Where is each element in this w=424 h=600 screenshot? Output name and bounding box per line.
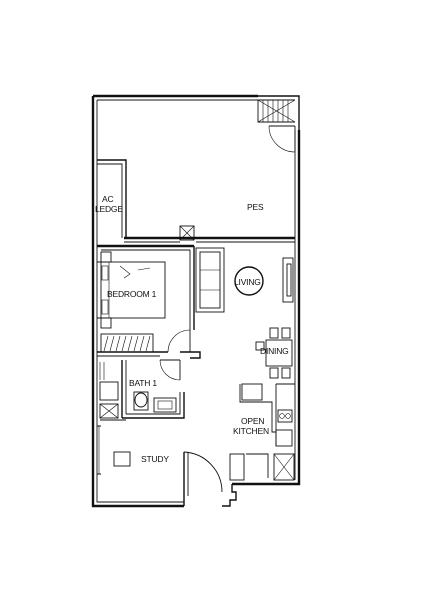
study-label: STUDY xyxy=(141,454,169,464)
living-label: LIVING xyxy=(234,277,261,287)
ac-ledge-label-line2: LEDGE xyxy=(95,204,123,214)
room-labels: AC LEDGE PES BEDROOM 1 LIVING DINING BAT… xyxy=(95,194,289,464)
kitchen-label-line1: OPEN xyxy=(241,416,264,426)
study xyxy=(97,419,223,506)
dining-label: DINING xyxy=(260,346,289,356)
ac-ledge-label-line1: AC xyxy=(102,194,113,204)
service-shaft xyxy=(179,225,195,241)
outer-walls xyxy=(91,94,301,508)
bedroom-1 xyxy=(97,244,201,359)
bath-1 xyxy=(99,359,185,419)
dining-area xyxy=(255,327,293,379)
bedroom-label: BEDROOM 1 xyxy=(107,289,157,299)
living-area xyxy=(195,247,294,313)
pes-label: PES xyxy=(247,202,264,212)
bath-label: BATH 1 xyxy=(129,378,157,388)
open-kitchen xyxy=(229,383,295,481)
pes-area xyxy=(97,95,300,243)
kitchen-label-line2: KITCHEN xyxy=(233,426,269,436)
